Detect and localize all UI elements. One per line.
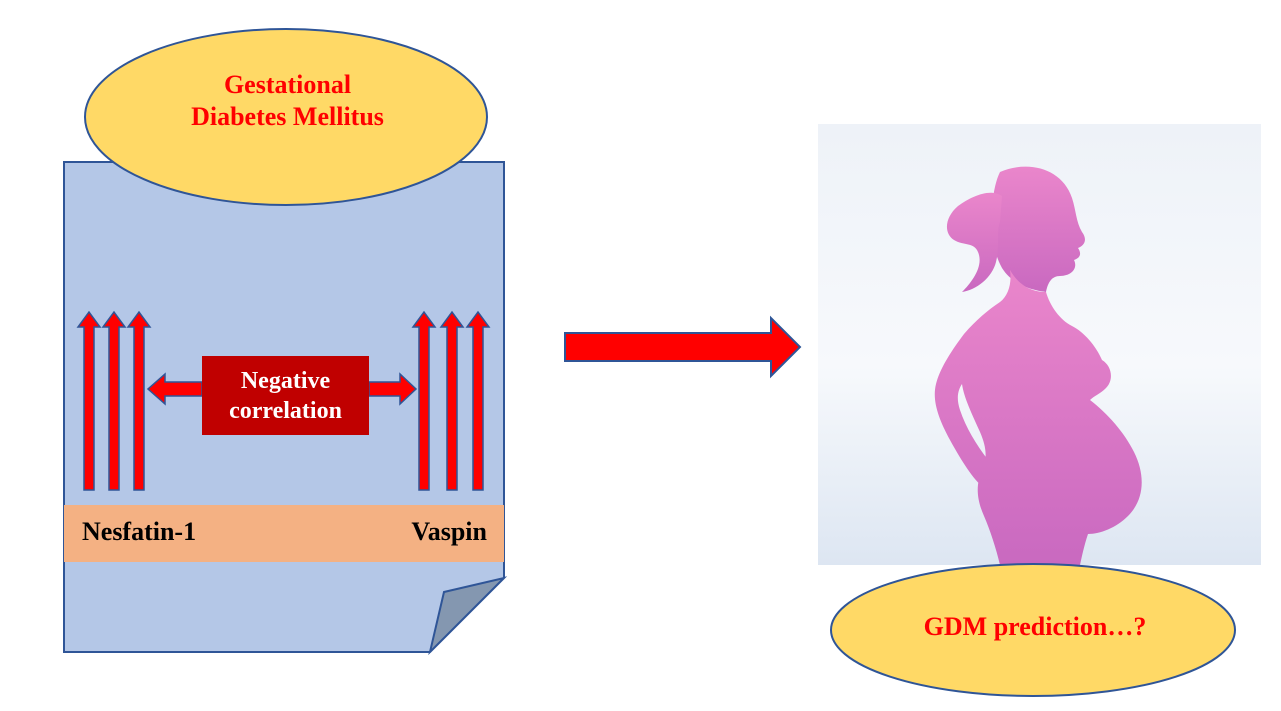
title-ellipse xyxy=(84,28,488,206)
relation-line-2: correlation xyxy=(229,397,342,424)
marker-right-label: Vaspin xyxy=(411,517,487,546)
right-pointing-arrow-icon xyxy=(368,372,418,406)
relation-line-1: Negative xyxy=(240,367,331,394)
right-arrow-icon xyxy=(564,315,802,379)
up-arrow xyxy=(465,310,491,491)
outcome-ellipse xyxy=(830,563,1236,697)
pregnant-woman-silhouette-icon xyxy=(934,166,1142,565)
up-arrow xyxy=(411,310,437,491)
right-triple-up-arrow-icon xyxy=(411,310,491,491)
diagram-title: Gestational Diabetes Mellitus xyxy=(110,69,465,133)
up-arrow xyxy=(439,310,465,491)
page-fold xyxy=(428,576,508,656)
relation-box: Negative correlation xyxy=(202,356,369,435)
marker-left-label: Nesfatin-1 xyxy=(82,517,197,546)
marker-band xyxy=(64,505,504,562)
outcome-label: GDM prediction…? xyxy=(923,612,1147,641)
up-arrow xyxy=(76,310,102,491)
title-line-2: Diabetes Mellitus xyxy=(191,102,384,131)
left-pointing-arrow-icon xyxy=(146,372,203,406)
left-triple-up-arrow-icon xyxy=(76,310,152,491)
up-arrow xyxy=(126,310,152,491)
up-arrow xyxy=(101,310,127,491)
title-line-1: Gestational xyxy=(223,70,352,99)
